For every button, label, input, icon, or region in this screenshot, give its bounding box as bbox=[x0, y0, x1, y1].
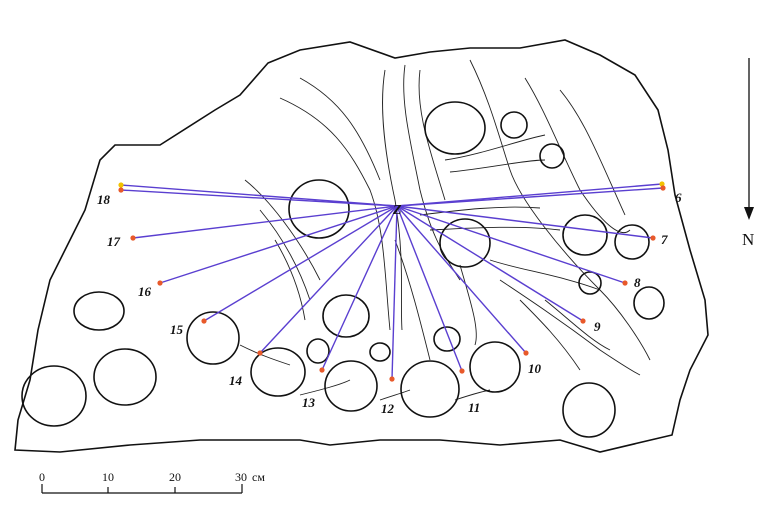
marker-labels: 6 7 8 9 10 11 12 13 14 15 16 17 18 bbox=[97, 190, 682, 416]
marker-dots bbox=[118, 181, 666, 382]
marker-dot-13 bbox=[319, 367, 325, 373]
cupmark bbox=[306, 338, 330, 364]
cupmark bbox=[614, 224, 650, 260]
marker-dot-18 bbox=[118, 187, 124, 193]
marker-label-9: 9 bbox=[594, 319, 601, 334]
ray-17 bbox=[132, 205, 398, 239]
marker-dot-7 bbox=[650, 235, 656, 241]
marker-dot-9 bbox=[580, 318, 586, 324]
center-label: Z bbox=[392, 203, 402, 218]
marker-dot-8 bbox=[622, 280, 628, 286]
marker-label-15: 15 bbox=[170, 322, 184, 337]
marker-dot-10 bbox=[523, 350, 529, 356]
cupmark bbox=[633, 286, 665, 320]
cupmark bbox=[562, 214, 608, 256]
ray-11 bbox=[396, 205, 463, 372]
marker-label-10: 10 bbox=[528, 361, 542, 376]
scale-tick-20: 20 bbox=[169, 470, 181, 484]
scale-tick-30: 30 bbox=[235, 470, 247, 484]
cupmark bbox=[400, 360, 460, 418]
ray-14 bbox=[259, 205, 398, 354]
cupmark bbox=[322, 294, 370, 338]
cupmark bbox=[324, 360, 378, 412]
marker-dot-17 bbox=[130, 235, 136, 241]
ray-9 bbox=[396, 205, 584, 322]
marker-label-13: 13 bbox=[302, 395, 316, 410]
cupmark bbox=[369, 342, 391, 362]
marker-dot-14 bbox=[257, 350, 263, 356]
arrowhead-icon bbox=[744, 207, 754, 220]
cupmark bbox=[562, 382, 616, 438]
ray-16 bbox=[159, 205, 398, 284]
north-arrow: N bbox=[742, 58, 754, 249]
cupmark bbox=[288, 179, 350, 239]
marker-label-17: 17 bbox=[107, 234, 121, 249]
ray-6-secondary bbox=[396, 183, 663, 207]
radial-rays bbox=[120, 183, 664, 380]
ray-12 bbox=[391, 205, 398, 380]
ray-13 bbox=[321, 205, 398, 371]
marker-label-14: 14 bbox=[229, 373, 243, 388]
marker-label-16: 16 bbox=[138, 284, 152, 299]
cupmark bbox=[186, 311, 240, 365]
cupmark bbox=[469, 341, 521, 393]
scale-bar: 0 10 20 30 см bbox=[39, 470, 265, 494]
north-label: N bbox=[742, 230, 754, 249]
marker-dot-11 bbox=[459, 368, 465, 374]
marker-dot-12 bbox=[389, 376, 395, 382]
cupmark bbox=[93, 348, 157, 406]
marker-label-12: 12 bbox=[381, 401, 395, 416]
marker-dot-secondary-18 bbox=[118, 182, 124, 188]
marker-label-18: 18 bbox=[97, 192, 111, 207]
scale-unit: см bbox=[252, 470, 265, 484]
cupmark bbox=[539, 143, 565, 169]
stone-outline bbox=[14, 39, 709, 453]
scale-tick-10: 10 bbox=[102, 470, 114, 484]
cupmark bbox=[21, 365, 87, 427]
groove-lines bbox=[239, 59, 651, 401]
marker-dot-secondary-6 bbox=[659, 181, 665, 187]
marker-label-11: 11 bbox=[468, 400, 480, 415]
marker-label-8: 8 bbox=[634, 275, 641, 290]
ray-10 bbox=[396, 205, 527, 354]
marker-dot-6 bbox=[660, 185, 666, 191]
cupmark bbox=[250, 347, 306, 397]
scale-tick-0: 0 bbox=[39, 470, 45, 484]
cupmark bbox=[439, 218, 491, 268]
cupmark bbox=[433, 326, 461, 352]
ray-7 bbox=[396, 205, 654, 239]
cup-marks bbox=[21, 101, 665, 438]
cupmark bbox=[578, 271, 602, 295]
ray-18 bbox=[120, 189, 398, 207]
marker-label-7: 7 bbox=[661, 232, 668, 247]
marker-dot-16 bbox=[157, 280, 163, 286]
ray-15 bbox=[203, 205, 398, 322]
ray-8 bbox=[396, 205, 626, 284]
cupmark bbox=[500, 111, 528, 139]
cupmark bbox=[73, 291, 125, 331]
ray-18-secondary bbox=[120, 184, 398, 207]
marker-dot-15 bbox=[201, 318, 207, 324]
cupmark bbox=[424, 101, 486, 155]
marker-label-6: 6 bbox=[675, 190, 682, 205]
